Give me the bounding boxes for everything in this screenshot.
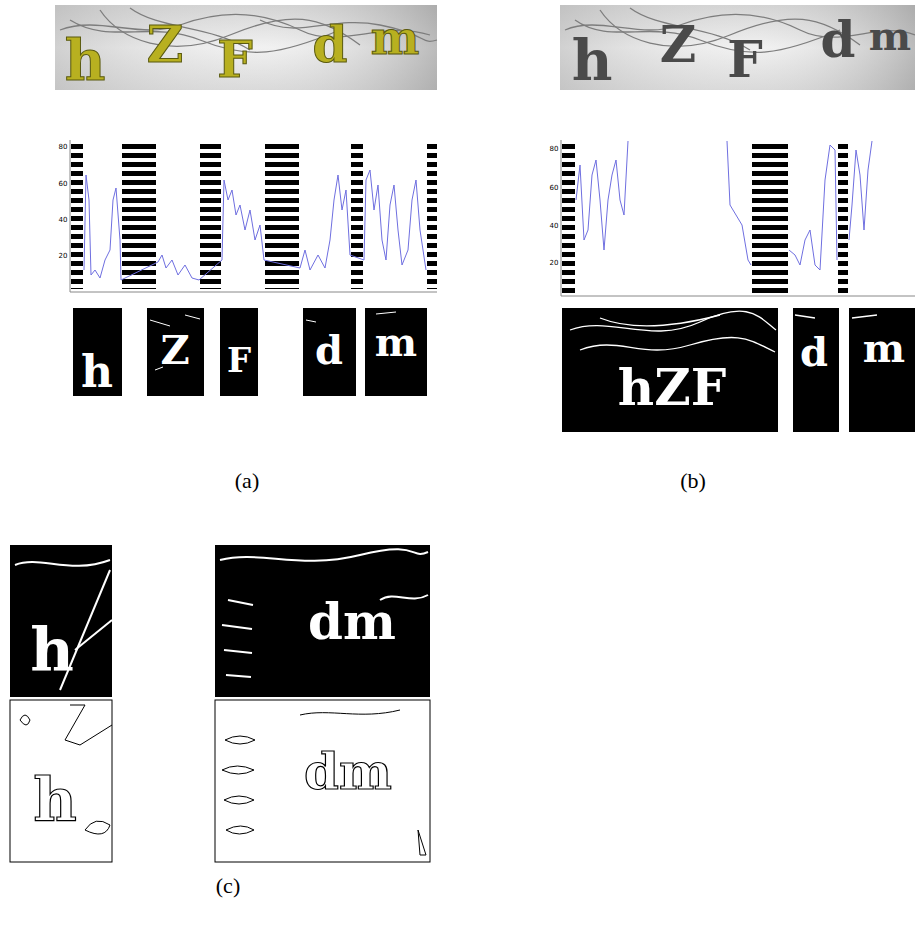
captcha-letter: Z: [147, 20, 184, 70]
binary-letter: h: [30, 620, 74, 680]
subfigure-label: (c): [216, 875, 240, 897]
axis-tick: 20: [550, 260, 559, 267]
binary-crops: [10, 545, 430, 697]
segmented-crops: [562, 308, 915, 432]
axis-tick: 40: [59, 217, 68, 224]
projection-chart: [561, 140, 915, 296]
captcha-letter: h: [572, 32, 613, 88]
captcha-letter: d: [821, 15, 856, 65]
captcha-letter: F: [217, 35, 253, 85]
segment-letter: Z: [160, 330, 189, 370]
captcha-letter: m: [371, 15, 420, 61]
subfigure-label: (a): [235, 470, 259, 492]
captcha-image: [560, 5, 915, 90]
binary-letter: dm: [308, 597, 396, 647]
captcha-letter: F: [727, 35, 763, 85]
segment-letter: m: [375, 322, 417, 362]
contour-letter: dm: [304, 747, 392, 797]
axis-tick: 60: [550, 185, 559, 192]
axis-tick: 80: [550, 146, 559, 153]
captcha-letter: d: [313, 20, 348, 70]
segment-letter: d: [315, 330, 343, 370]
projection-chart: [70, 140, 437, 292]
segment-letter: hZF: [618, 363, 726, 413]
segment-letter: d: [800, 332, 828, 372]
axis-tick: 20: [59, 253, 68, 260]
captcha-letter: Z: [660, 20, 697, 70]
captcha-letter: h: [65, 32, 106, 88]
axis-tick: 60: [59, 181, 68, 188]
segment-letter: F: [227, 343, 251, 377]
segment-letter: m: [863, 328, 905, 368]
captcha-letter: m: [869, 16, 911, 56]
subfigure-label: (b): [680, 470, 706, 492]
contour-letter: h: [33, 770, 77, 830]
captcha-image: [55, 5, 437, 90]
axis-tick: 40: [550, 223, 559, 230]
axis-tick: 80: [59, 144, 68, 151]
segmented-crops: [73, 308, 427, 396]
segment-letter: h: [81, 350, 113, 394]
contour-crops: [10, 700, 430, 862]
